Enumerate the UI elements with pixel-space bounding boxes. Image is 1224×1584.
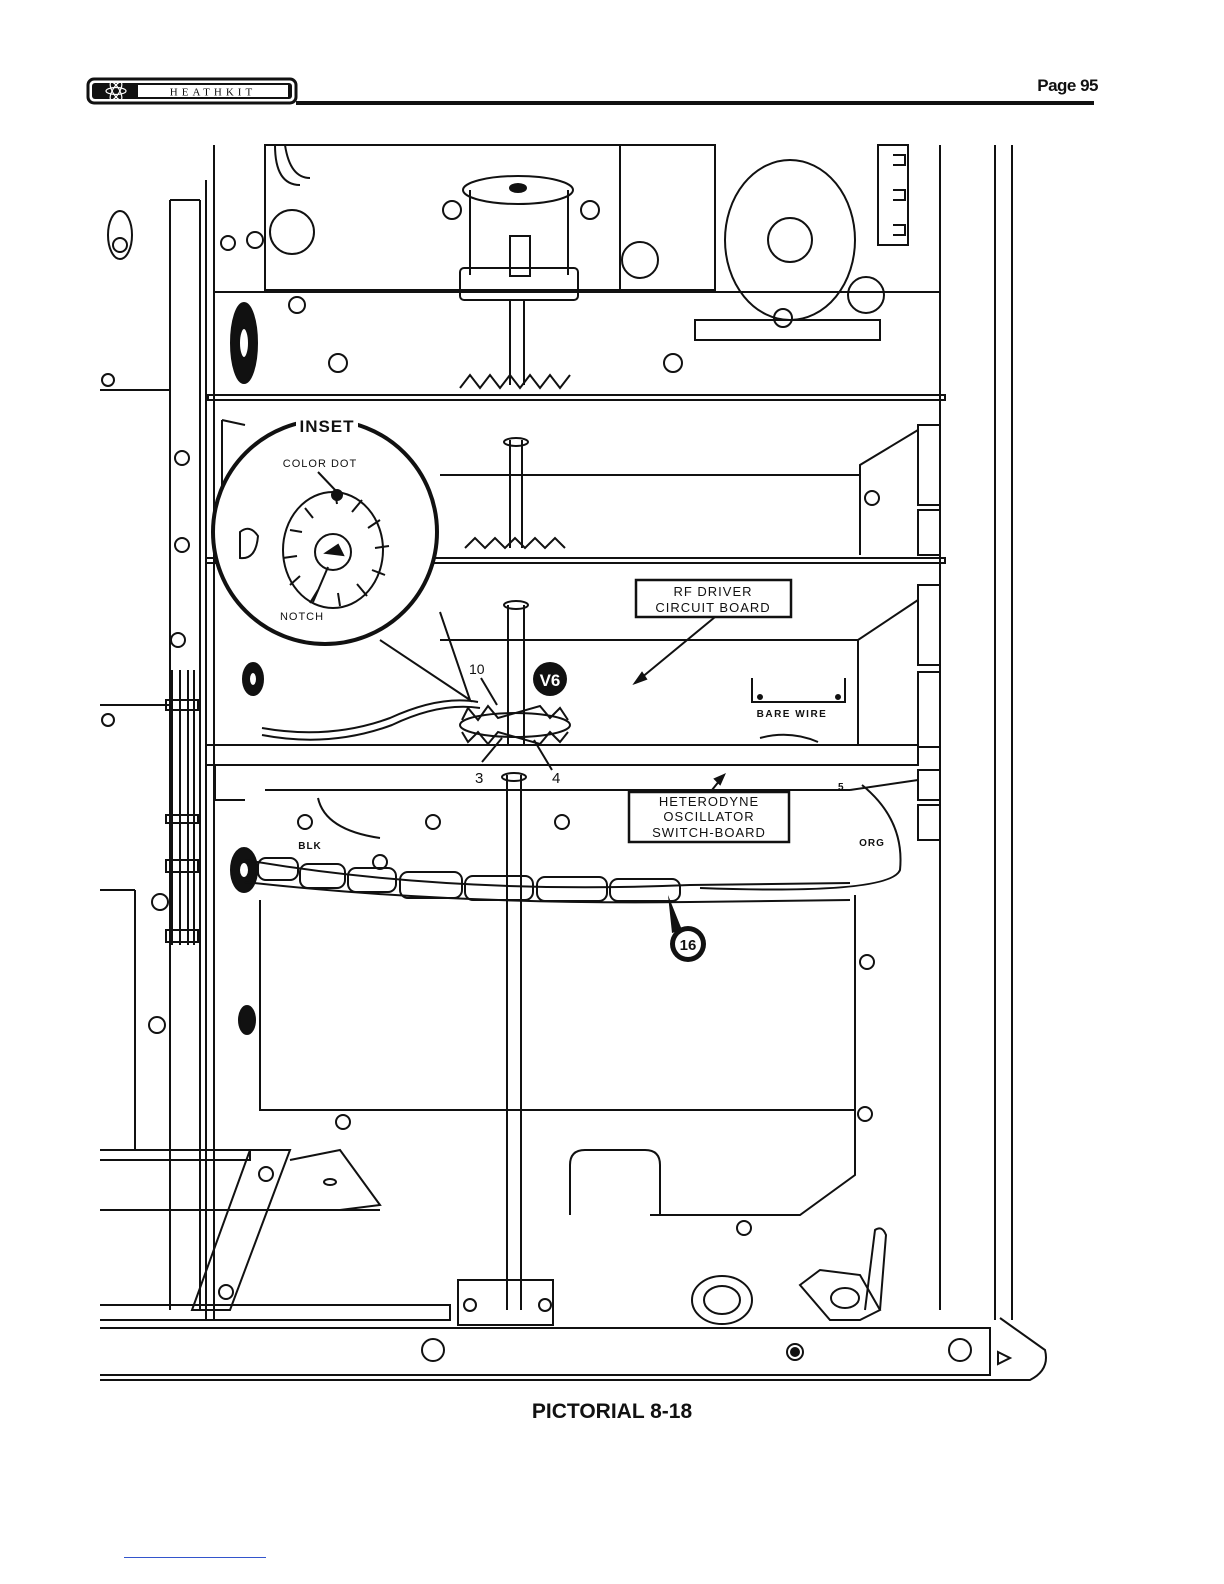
figure-caption: PICTORIAL 8-18 xyxy=(0,1400,1224,1424)
color-dot-label: COLOR DOT xyxy=(283,458,357,470)
pin-5-label: 5 xyxy=(838,782,844,793)
blk-label: BLK xyxy=(298,841,322,852)
step-16-label: 16 xyxy=(680,937,697,954)
octal-socket xyxy=(695,160,884,340)
pin-4-label: 4 xyxy=(552,770,560,787)
rf-driver-label-box: RF DRIVER CIRCUIT BOARD xyxy=(635,580,791,683)
page-number: Page 95 xyxy=(1028,76,1098,96)
wire-harness-lower xyxy=(245,858,850,902)
bottom-bracket xyxy=(100,1150,553,1325)
brand-name: HEATHKIT xyxy=(170,87,256,99)
pin-3-label: 3 xyxy=(475,770,483,787)
bare-wire-label: BARE WIRE xyxy=(757,709,828,720)
heathkit-logo: HEATHKIT xyxy=(86,76,298,106)
het-line3: SWITCH-BOARD xyxy=(652,825,766,840)
header-rule xyxy=(296,101,1094,105)
chassis-left-wall xyxy=(100,145,214,1320)
v6-label: V6 xyxy=(540,671,561,690)
inset-label: INSET xyxy=(299,417,354,436)
het-line1: HETERODYNE xyxy=(659,794,759,809)
pictorial-illustration: INSET COLOR DOT NOTCH 10 3 4 BARE WIRE 5… xyxy=(100,140,1060,1390)
top-tube-socket xyxy=(443,176,599,388)
switch-shaft xyxy=(502,773,526,1310)
pin-10-label: 10 xyxy=(469,661,485,677)
heterodyne-label-box: HETERODYNE OSCILLATOR SWITCH-BOARD xyxy=(629,775,789,842)
left-hardware xyxy=(102,211,263,1034)
footer-link-underline xyxy=(124,1557,266,1558)
v6-badge: V6 xyxy=(533,662,567,696)
rf-driver-line2: CIRCUIT BOARD xyxy=(655,600,770,615)
front-rail xyxy=(100,1318,1046,1380)
lower-board xyxy=(260,895,874,1235)
bottom-jacks xyxy=(692,1228,886,1324)
rf-driver-line1: RF DRIVER xyxy=(673,584,752,599)
terminal-strip xyxy=(878,145,908,245)
chassis-right-wall xyxy=(918,145,1012,1320)
org-label: ORG xyxy=(859,838,885,849)
wires xyxy=(262,700,901,889)
het-line2: OSCILLATOR xyxy=(663,809,754,824)
notch-label: NOTCH xyxy=(280,611,324,623)
step-16-callout: 16 xyxy=(668,895,706,962)
